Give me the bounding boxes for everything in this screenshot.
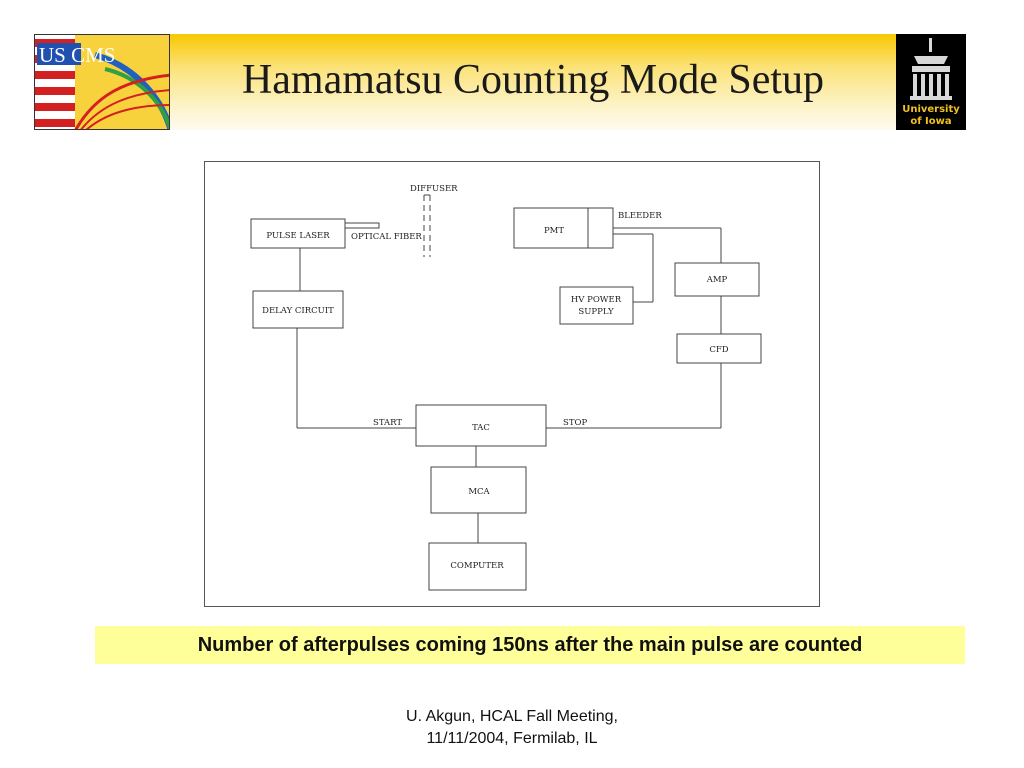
label-hv-power-line2: SUPPLY xyxy=(578,307,614,317)
optical-fiber xyxy=(344,222,380,229)
label-tac: TAC xyxy=(472,423,490,433)
block-mca xyxy=(430,466,527,514)
label-start: START xyxy=(373,418,402,428)
block-delay-circuit xyxy=(252,290,344,329)
setup-diagram: PULSE LASER DELAY CIRCUIT PMT HV POWER S… xyxy=(204,161,820,607)
footer-line1: U. Akgun, HCAL Fall Meeting, xyxy=(406,708,618,725)
block-tac xyxy=(415,404,547,447)
iowa-logo-line2: of Iowa xyxy=(910,116,951,127)
label-delay-circuit: DELAY CIRCUIT xyxy=(262,306,334,316)
footer: U. Akgun, HCAL Fall Meeting, 11/11/2004,… xyxy=(0,706,1024,750)
label-bleeder: BLEEDER xyxy=(618,211,662,221)
block-hv-power-supply xyxy=(559,286,634,325)
footer-line2: 11/11/2004, Fermilab, IL xyxy=(426,730,598,747)
label-hv-power-line1: HV POWER xyxy=(571,295,622,305)
block-computer xyxy=(428,542,527,591)
block-pmt xyxy=(513,207,614,249)
label-diffuser: DIFFUSER xyxy=(410,184,458,194)
slide-title: Hamamatsu Counting Mode Setup xyxy=(241,57,825,103)
block-amp xyxy=(674,262,760,297)
setup-diagram-svg: PULSE LASER DELAY CIRCUIT PMT HV POWER S… xyxy=(250,184,762,591)
iowa-logo-line1: University xyxy=(902,104,960,115)
block-cfd xyxy=(676,333,762,364)
label-optical-fiber: OPTICAL FIBER xyxy=(351,232,422,242)
label-computer: COMPUTER xyxy=(450,561,504,571)
caption-banner: Number of afterpulses coming 150ns after… xyxy=(95,626,965,664)
header-band xyxy=(34,34,896,130)
label-mca: MCA xyxy=(468,487,490,497)
us-cms-logo-text: US CMS xyxy=(39,43,115,67)
university-of-iowa-logo: University of Iowa xyxy=(896,34,966,130)
label-pulse-laser: PULSE LASER xyxy=(266,231,330,241)
label-pmt: PMT xyxy=(544,226,564,236)
label-stop: STOP xyxy=(563,418,587,428)
block-pulse-laser xyxy=(250,218,346,249)
label-amp: AMP xyxy=(706,275,728,285)
us-cms-logo: US CMS xyxy=(34,34,170,130)
label-cfd: CFD xyxy=(709,345,728,355)
